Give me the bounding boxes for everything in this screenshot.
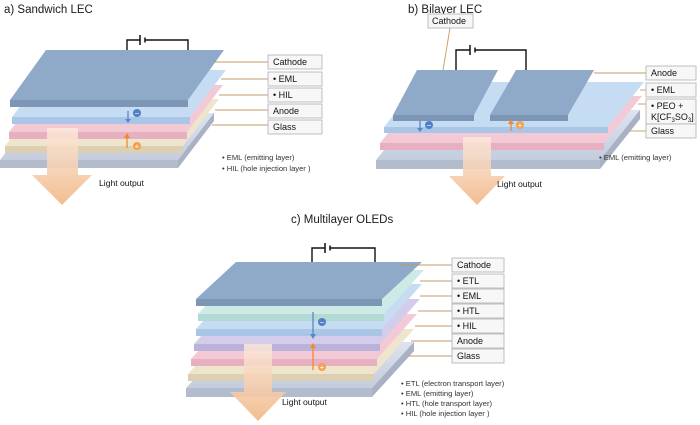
panel-a-note-hil: • HIL (hole injection layer ) xyxy=(222,164,311,173)
panel-b-label-salt: K[CF3SO3] xyxy=(651,112,694,124)
panel-a-note-eml: • EML (emitting layer) xyxy=(222,153,295,162)
panel-a-label-eml: • EML xyxy=(273,74,297,84)
panel-b-light-arrow xyxy=(449,137,505,205)
panel-b-anode-electrode xyxy=(490,70,594,115)
panel-c-title: c) Multilayer OLEDs xyxy=(291,214,393,226)
svg-text:+: + xyxy=(320,363,325,372)
panel-a-hole: + xyxy=(124,133,141,151)
panel-c-note-hil: • HIL (hole injection layer ) xyxy=(401,409,490,418)
panel-a-light-arrow xyxy=(32,128,92,205)
panel-a-title: a) Sandwich LEC xyxy=(4,4,93,16)
panel-b-light-output: Light output xyxy=(497,179,543,189)
panel-c-label-anode: Anode xyxy=(457,336,483,346)
panel-b-label-anode: Anode xyxy=(651,68,677,78)
panel-c-note-eml: • EML (emitting layer) xyxy=(401,389,474,398)
svg-text:+: + xyxy=(518,121,523,130)
panel-c-label-etl: • ETL xyxy=(457,276,479,286)
panel-c-label-hil: • HIL xyxy=(457,321,477,331)
panel-a-cathode-layer xyxy=(10,50,224,100)
panel-a-light-output: Light output xyxy=(99,178,145,188)
panel-a-electron: − xyxy=(125,109,141,123)
panel-a-label-cathode: Cathode xyxy=(273,57,307,67)
panel-c-cathode-layer xyxy=(196,262,422,299)
panel-b-title: b) Bilayer LEC xyxy=(408,4,482,16)
panel-b-electron: − xyxy=(417,121,433,132)
panel-b-label-glass: Glass xyxy=(651,126,675,136)
svg-text:−: − xyxy=(135,109,140,118)
panel-c-note-etl: • ETL (electron transport layer) xyxy=(401,379,505,388)
panel-c-label-glass: Glass xyxy=(457,351,481,361)
panel-sandwich-lec: a) Sandwich LEC Light output − xyxy=(0,4,323,205)
panel-c-note-htl: • HTL (hole transport layer) xyxy=(401,399,492,408)
panel-c-label-eml: • EML xyxy=(457,291,481,301)
panel-c-label-cathode: Cathode xyxy=(457,260,491,270)
panel-c-light-output: Light output xyxy=(282,397,328,407)
panel-a-label-anode: Anode xyxy=(273,106,299,116)
panel-b-label-peo: • PEO + xyxy=(651,101,683,111)
panel-multilayer-oled: c) Multilayer OLEDs Light output xyxy=(186,214,505,421)
panel-b-note-eml: • EML (emitting layer) xyxy=(599,153,672,162)
svg-text:−: − xyxy=(320,318,325,327)
panel-c-electron: − xyxy=(310,312,326,339)
panel-a-label-hil: • HIL xyxy=(273,90,293,100)
svg-text:+: + xyxy=(135,142,140,151)
panel-b-hole: + xyxy=(508,119,524,131)
panel-bilayer-lec: b) Bilayer LEC Cathode Light output xyxy=(376,4,697,205)
panel-c-hole: + xyxy=(310,343,326,372)
panel-b-callout-cathode: Cathode xyxy=(432,16,466,26)
panel-c-light-arrow xyxy=(230,344,286,421)
panel-a-label-glass: Glass xyxy=(273,122,297,132)
panel-c-label-htl: • HTL xyxy=(457,306,480,316)
panel-b-cathode-electrode xyxy=(393,70,498,115)
svg-text:−: − xyxy=(427,121,432,130)
panel-b-label-eml: • EML xyxy=(651,85,675,95)
